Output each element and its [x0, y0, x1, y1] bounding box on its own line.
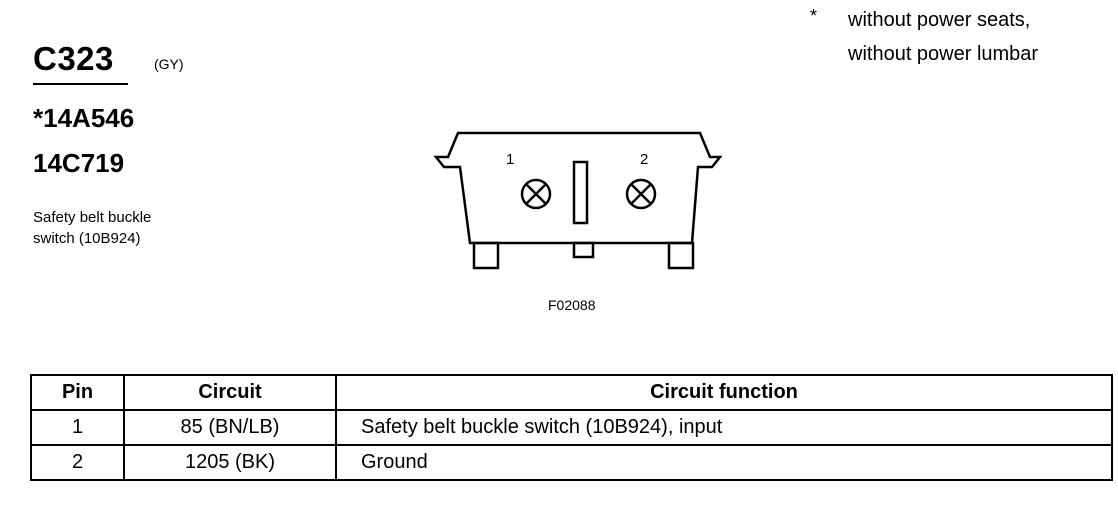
- header-circuit-function: Circuit function: [335, 374, 1113, 411]
- pin-1-terminal: [520, 178, 552, 210]
- pin-table: Pin Circuit Circuit function 1 85 (BN/LB…: [30, 374, 1113, 481]
- header-pin: Pin: [30, 374, 125, 411]
- pin-2-terminal: [625, 178, 657, 210]
- table-row: 2 1205 (BK) Ground: [30, 444, 1113, 481]
- connector-color: (GY): [154, 56, 184, 72]
- cell-circuit: 1205 (BK): [123, 444, 337, 481]
- figure-id: F02088: [548, 297, 596, 313]
- note-line-1: without power seats,: [848, 9, 1031, 31]
- cell-function: Safety belt buckle switch (10B924), inpu…: [335, 409, 1113, 446]
- table-row: 1 85 (BN/LB) Safety belt buckle switch (…: [30, 409, 1113, 446]
- note-symbol: *: [810, 6, 818, 26]
- header-circuit: Circuit: [123, 374, 337, 411]
- connector-code-underline: [33, 83, 128, 85]
- description-line-1: Safety belt buckle: [33, 209, 152, 226]
- part-number-2: 14C719: [33, 148, 125, 178]
- note-line-2: without power lumbar: [848, 43, 1039, 65]
- cell-circuit: 85 (BN/LB): [123, 409, 337, 446]
- connector-code: C323: [33, 40, 114, 77]
- pin-label-1: 1: [506, 151, 514, 168]
- connector-body: [433, 131, 723, 270]
- part-number-1: *14A546: [33, 103, 135, 133]
- table-header-row: Pin Circuit Circuit function: [30, 374, 1113, 411]
- cell-pin: 1: [30, 409, 125, 446]
- connector-face-diagram: 1 2: [433, 131, 723, 270]
- cell-function: Ground: [335, 444, 1113, 481]
- pin-label-2: 2: [640, 151, 648, 168]
- description-line-2: switch (10B924): [33, 230, 141, 247]
- cell-pin: 2: [30, 444, 125, 481]
